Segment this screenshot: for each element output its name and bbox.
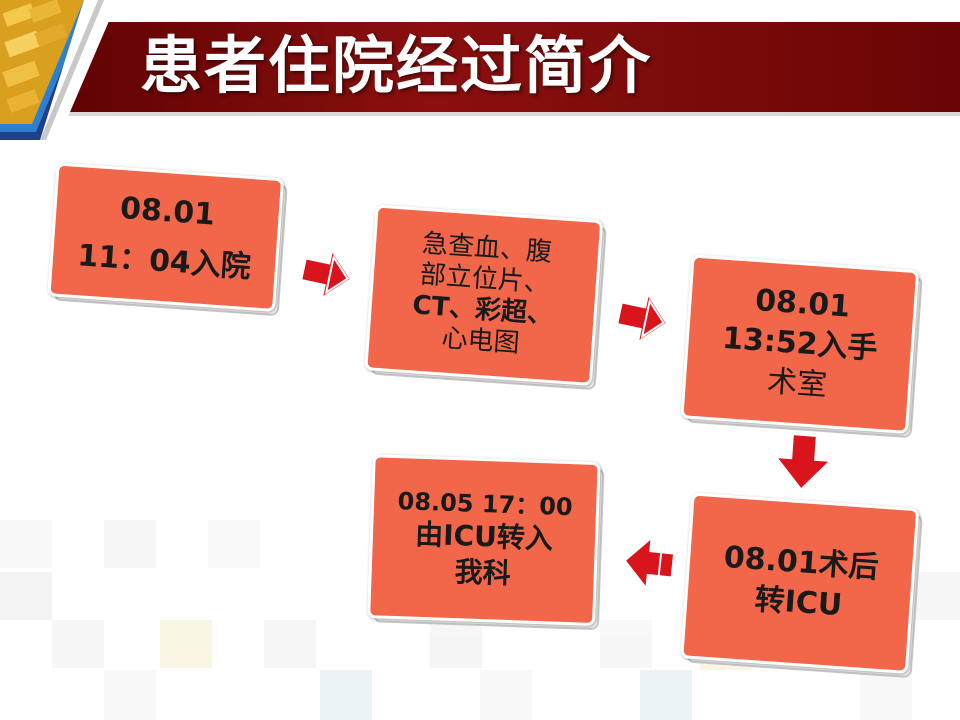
step-text: 转ICU	[753, 582, 844, 624]
flow-step-examinations: 急查血、腹 部立位片、 CT、彩超、 心电图	[364, 204, 607, 391]
step-text: 13:52入手	[721, 320, 879, 367]
header-shadow	[0, 112, 960, 116]
step-text: 11：04入院	[76, 238, 252, 286]
right-arrow-icon	[618, 296, 666, 340]
flow-step-admission: 08.01 11：04入院	[47, 162, 288, 317]
step-text: 心电图	[440, 323, 521, 359]
step-date: 08.01	[754, 283, 852, 325]
header-band	[0, 22, 960, 112]
step-text: 术室	[765, 364, 829, 404]
flow-step-icu-transfer: 08.01术后 转ICU	[680, 492, 923, 679]
right-arrow-icon	[302, 252, 350, 296]
box-face: 急查血、腹 部立位片、 CT、彩超、 心电图	[364, 204, 604, 386]
flow-step-department-transfer: 08.05 17：00 由ICU转入 我科	[367, 454, 605, 631]
down-arrow-icon	[778, 435, 829, 488]
step-text: 08.01术后	[722, 539, 880, 586]
box-face: 08.01术后 转ICU	[680, 492, 920, 674]
step-date: 08.01	[119, 190, 217, 233]
box-face: 08.05 17：00 由ICU转入 我科	[367, 454, 601, 627]
box-face: 08.01 11：04入院	[47, 162, 285, 312]
page-title: 患者住院经过简介	[140, 29, 653, 102]
step-text: 由ICU转入	[414, 517, 554, 556]
left-arrow-icon	[626, 540, 674, 586]
box-face: 08.01 13:52入手 术室	[680, 254, 920, 434]
step-text: 我科	[454, 555, 512, 591]
gold-bars-logo-icon	[0, 0, 118, 140]
flow-step-operating-room: 08.01 13:52入手 术室	[680, 254, 923, 439]
